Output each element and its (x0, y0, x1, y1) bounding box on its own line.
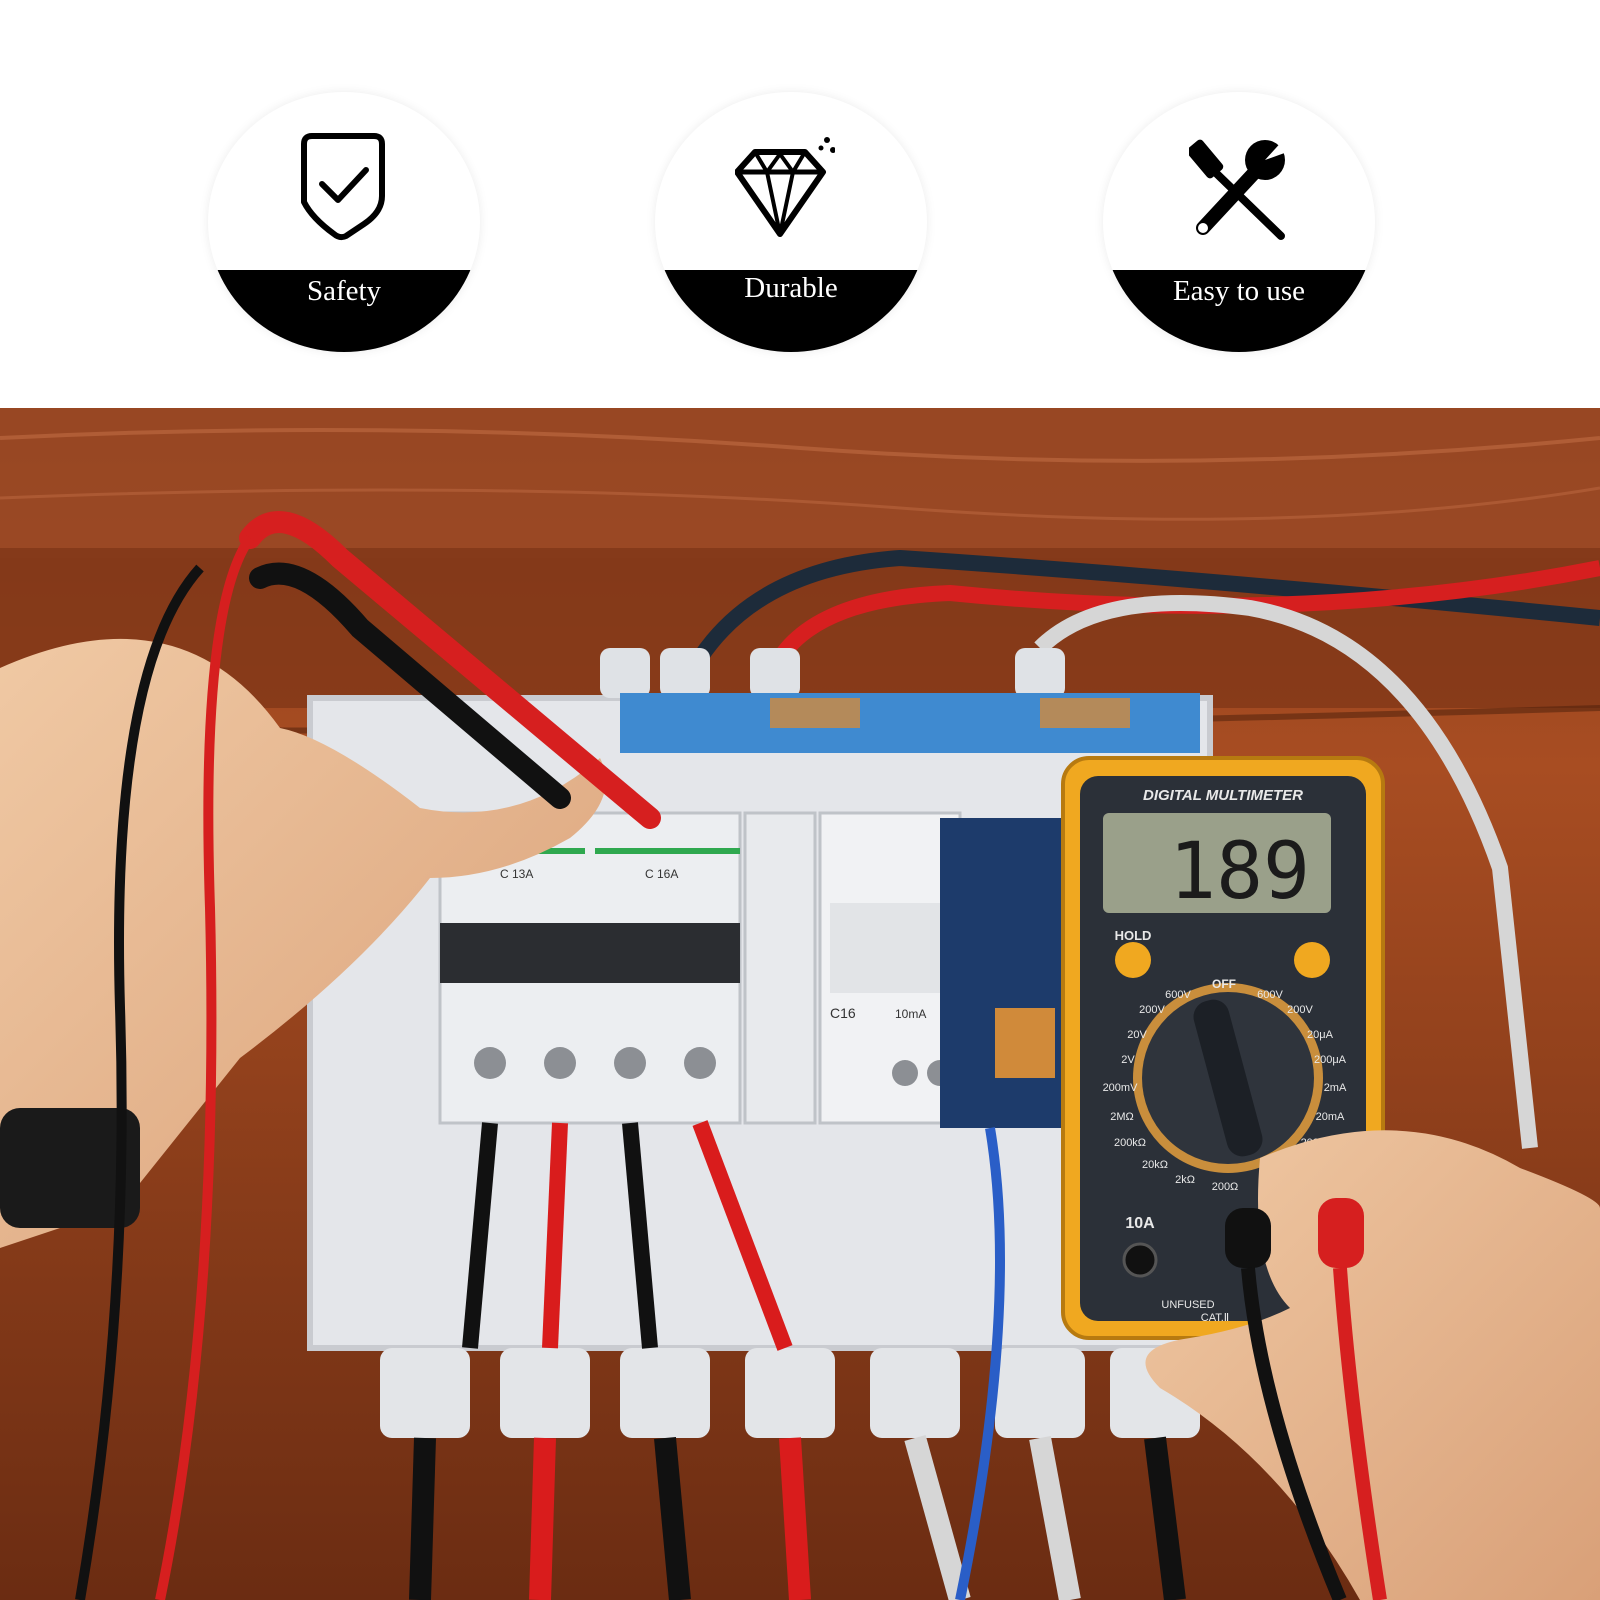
lcd-reading: 189 (1169, 827, 1310, 917)
svg-text:C 16A: C 16A (645, 867, 678, 881)
svg-text:20μA: 20μA (1307, 1029, 1334, 1041)
svg-text:2kΩ: 2kΩ (1175, 1174, 1195, 1186)
feature-badge-safety: Safety (208, 92, 480, 352)
multimeter-photo: C 13A C 16A C16 10mA (0, 408, 1600, 1600)
feature-label: Easy to use (1172, 275, 1306, 307)
circuit-board (940, 818, 1070, 1128)
shield-check-icon (301, 133, 385, 241)
feature-label: Durable (744, 272, 838, 304)
svg-text:2mA: 2mA (1324, 1082, 1347, 1094)
svg-text:C 13A: C 13A (500, 867, 533, 881)
svg-text:20kΩ: 20kΩ (1142, 1159, 1168, 1171)
svg-text:2V: 2V (1121, 1054, 1135, 1066)
svg-text:C16: C16 (830, 1005, 856, 1021)
svg-text:OFF: OFF (1212, 977, 1236, 991)
bottom-cable-glands (380, 1348, 1200, 1438)
svg-text:20mA: 20mA (1316, 1111, 1345, 1123)
svg-text:10A: 10A (1125, 1215, 1155, 1232)
feature-badges-row: Safety Durable Easy to use (0, 0, 1600, 408)
svg-text:2MΩ: 2MΩ (1110, 1111, 1134, 1123)
badge-band (655, 270, 927, 352)
red-plug (1318, 1198, 1364, 1268)
svg-text:CAT.Ⅱ: CAT.Ⅱ (1201, 1312, 1229, 1324)
meter-brand: DIGITAL MULTIMETER (1143, 787, 1303, 804)
feature-label: Safety (306, 275, 382, 307)
left-hand (0, 638, 606, 1248)
black-plug (1225, 1208, 1271, 1268)
backlight-button (1294, 942, 1330, 978)
svg-text:200kΩ: 200kΩ (1114, 1137, 1146, 1149)
electrical-panel-scene: C 13A C 16A C16 10mA (0, 408, 1600, 1600)
svg-text:10mA: 10mA (895, 1007, 926, 1021)
feature-badge-easy-to-use: Easy to use (1103, 92, 1375, 352)
top-cable-glands (600, 648, 1065, 698)
svg-text:20V: 20V (1127, 1029, 1147, 1041)
right-hand (1145, 1130, 1600, 1600)
10a-jack (1122, 1242, 1158, 1278)
screwdriver-wrench-icon (1189, 138, 1289, 240)
svg-text:HOLD: HOLD (1115, 928, 1152, 943)
red-probe (239, 511, 661, 829)
wristwatch (0, 1108, 140, 1228)
svg-text:200μA: 200μA (1314, 1054, 1347, 1066)
feature-badge-durable: Durable (655, 92, 927, 352)
svg-text:200Ω: 200Ω (1212, 1181, 1239, 1193)
svg-text:200V: 200V (1287, 1004, 1313, 1016)
badge-band (1103, 270, 1375, 352)
svg-text:UNFUSED: UNFUSED (1161, 1299, 1214, 1311)
svg-text:200V: 200V (1139, 1004, 1165, 1016)
svg-text:600V: 600V (1165, 989, 1191, 1001)
diamond-icon (735, 137, 835, 237)
svg-text:200mV: 200mV (1103, 1082, 1139, 1094)
lcd-display (1103, 813, 1331, 913)
hold-button (1115, 942, 1151, 978)
badge-band (208, 270, 480, 352)
black-probe (249, 562, 571, 809)
svg-text:600V: 600V (1257, 989, 1283, 1001)
